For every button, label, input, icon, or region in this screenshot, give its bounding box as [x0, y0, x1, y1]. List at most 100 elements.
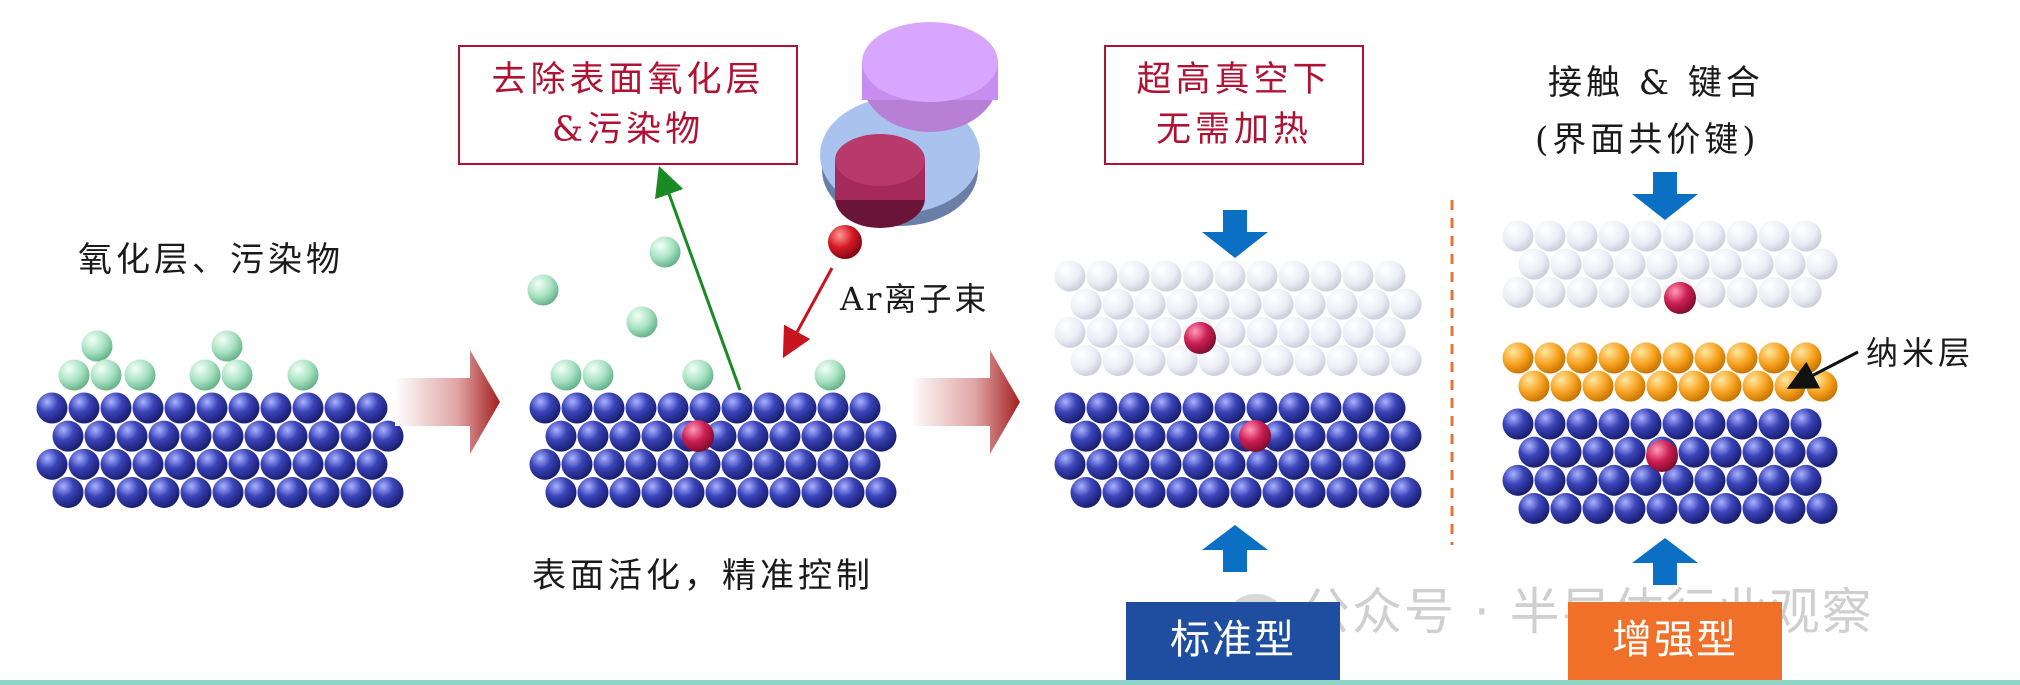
- top-wafer-atom: [1678, 248, 1710, 280]
- substrate-atom: [1214, 392, 1246, 424]
- substrate-atom: [577, 476, 609, 508]
- substrate-atom: [84, 420, 116, 452]
- substrate-atom: [1118, 392, 1150, 424]
- substrate-atom: [657, 392, 689, 424]
- top-wafer-atom: [1182, 260, 1214, 292]
- substrate-atom: [52, 420, 84, 452]
- substrate-atom: [529, 392, 561, 424]
- substrate-atom: [36, 448, 68, 480]
- substrate-atom: [148, 476, 180, 508]
- top-wafer-atom: [1694, 276, 1726, 308]
- substrate-atom: [196, 448, 228, 480]
- pressure-arrow-top-enhanced: [1632, 172, 1698, 220]
- substrate-atom: [1150, 392, 1182, 424]
- substrate-atom: [1086, 392, 1118, 424]
- substrate-atom: [785, 392, 817, 424]
- top-wafer-atom: [1358, 344, 1390, 376]
- contaminant-particle: [90, 359, 122, 391]
- substrate-atom: [308, 420, 340, 452]
- substrate-atom: [1390, 420, 1422, 452]
- substrate-atom: [68, 448, 100, 480]
- substrate-atom: [1326, 476, 1358, 508]
- substrate-atom: [356, 448, 388, 480]
- top-wafer-atom: [1550, 248, 1582, 280]
- substrate-atom: [1502, 408, 1534, 440]
- top-wafer-atom: [1790, 220, 1822, 252]
- substrate-atom: [865, 420, 897, 452]
- substrate-atom: [1662, 464, 1694, 496]
- process-arrow-2: [910, 350, 1020, 454]
- panel-enhanced-bonding: [1502, 220, 1838, 524]
- enhanced-badge: 增强型: [1568, 602, 1782, 685]
- substrate-atom: [244, 476, 276, 508]
- top-wafer-atom: [1758, 220, 1790, 252]
- nano-layer-atom: [1646, 370, 1678, 402]
- top-wafer-atom: [1566, 220, 1598, 252]
- substrate-atom: [1294, 476, 1326, 508]
- substrate-atom: [1326, 420, 1358, 452]
- top-wafer-atom: [1134, 344, 1166, 376]
- substrate-atom: [164, 448, 196, 480]
- substrate-atom: [228, 392, 260, 424]
- substrate-atom: [1726, 464, 1758, 496]
- top-wafer-atom: [1246, 260, 1278, 292]
- substrate-atom: [1582, 436, 1614, 468]
- substrate-atom: [1294, 420, 1326, 452]
- top-wafer-atom: [1726, 276, 1758, 308]
- substrate-atom: [1806, 492, 1838, 524]
- substrate-atom: [100, 392, 132, 424]
- substrate-atom: [292, 392, 324, 424]
- top-wafer-atom: [1358, 288, 1390, 320]
- top-wafer-atom: [1214, 316, 1246, 348]
- substrate-atom: [276, 476, 308, 508]
- substrate-atom: [1790, 464, 1822, 496]
- substrate-atom: [641, 476, 673, 508]
- removed-contaminant: [527, 274, 559, 306]
- contaminant-particle: [287, 359, 319, 391]
- substrate-atom: [308, 476, 340, 508]
- top-wafer-atom: [1534, 220, 1566, 252]
- top-wafer-atom: [1278, 316, 1310, 348]
- substrate-atom: [212, 420, 244, 452]
- top-wafer-atom: [1630, 220, 1662, 252]
- top-wafer-atom: [1790, 276, 1822, 308]
- substrate-atom: [1150, 448, 1182, 480]
- bond-site: [1664, 282, 1696, 314]
- top-wafer-atom: [1646, 248, 1678, 280]
- substrate-atom: [1742, 492, 1774, 524]
- substrate-atom: [1182, 448, 1214, 480]
- substrate-atom: [609, 476, 641, 508]
- substrate-atom: [1310, 392, 1342, 424]
- substrate-atom: [1758, 464, 1790, 496]
- substrate-atom: [673, 476, 705, 508]
- contaminant-particle: [189, 359, 221, 391]
- top-wafer-atom: [1694, 220, 1726, 252]
- top-wafer-atom: [1534, 276, 1566, 308]
- top-wafer-atom: [1374, 316, 1406, 348]
- substrate-atom: [148, 420, 180, 452]
- substrate-atom: [1518, 436, 1550, 468]
- substrate-atom: [625, 392, 657, 424]
- substrate-atom: [1662, 408, 1694, 440]
- substrate-atom: [1742, 436, 1774, 468]
- substrate-atom: [372, 420, 404, 452]
- top-wafer-atom: [1742, 248, 1774, 280]
- top-wafer-atom: [1214, 260, 1246, 292]
- substrate-atom: [1502, 464, 1534, 496]
- top-wafer-atom: [1710, 248, 1742, 280]
- substrate-atom: [769, 476, 801, 508]
- removed-contaminant: [814, 359, 846, 391]
- nano-layer-atom: [1614, 370, 1646, 402]
- substrate-atom: [657, 448, 689, 480]
- substrate-atom: [132, 392, 164, 424]
- panel1-label: 氧化层、污染物: [78, 240, 344, 280]
- substrate-atom: [1598, 408, 1630, 440]
- top-wafer-atom: [1086, 316, 1118, 348]
- substrate-atom: [196, 392, 228, 424]
- top-wafer-atom: [1150, 260, 1182, 292]
- substrate-atom: [372, 476, 404, 508]
- top-wafer-atom: [1294, 344, 1326, 376]
- substrate-atom: [609, 420, 641, 452]
- substrate-atom: [84, 476, 116, 508]
